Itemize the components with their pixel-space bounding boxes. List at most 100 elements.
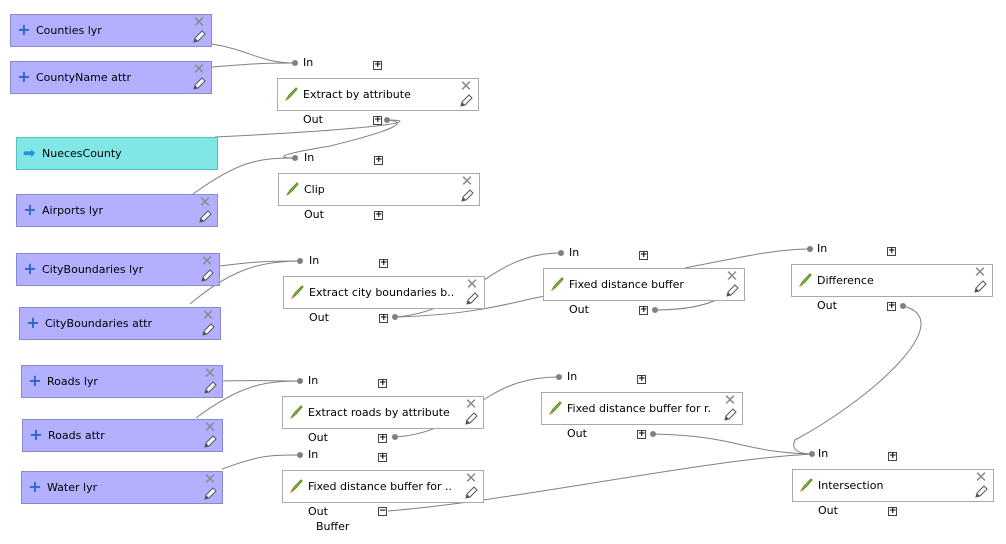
- qgis-brush-icon: [290, 479, 303, 493]
- pencil-icon[interactable]: [464, 412, 478, 426]
- plus-icon: +: [17, 20, 31, 39]
- in-port-dot: [807, 246, 813, 252]
- expand-in-button[interactable]: +: [378, 452, 387, 462]
- expand-in-button[interactable]: +: [374, 155, 383, 165]
- algorithm-extract-by-attribute[interactable]: Extract by attribute ✕: [277, 78, 479, 111]
- input-roads-attr[interactable]: + Roads attr ✕: [22, 419, 223, 452]
- expand-in-button[interactable]: +: [639, 250, 648, 260]
- close-icon[interactable]: ✕: [203, 418, 217, 436]
- input-airports[interactable]: + Airports lyr ✕: [16, 194, 218, 227]
- plus-icon: +: [26, 313, 40, 332]
- pencil-icon[interactable]: [203, 487, 217, 501]
- in-port-label: In: [818, 447, 829, 460]
- pencil-icon[interactable]: [973, 280, 987, 294]
- pencil-icon[interactable]: [725, 284, 739, 298]
- out-port-label: Out: [308, 505, 328, 518]
- algorithm-label: Fixed distance buffer: [569, 278, 684, 291]
- close-icon[interactable]: ✕: [464, 469, 478, 487]
- qgis-brush-icon: [285, 87, 298, 101]
- wire: [221, 454, 301, 470]
- input-cityboundaries-attr[interactable]: + CityBoundaries attr ✕: [19, 307, 221, 340]
- qgis-brush-icon: [799, 273, 812, 287]
- pencil-icon[interactable]: [201, 323, 215, 337]
- input-label: Counties lyr: [36, 24, 102, 37]
- input-water-lyr[interactable]: + Water lyr ✕: [21, 471, 223, 504]
- expand-out-button[interactable]: +: [637, 429, 646, 439]
- expand-in-button[interactable]: +: [373, 60, 382, 70]
- in-port-label: In: [303, 56, 314, 69]
- pencil-icon[interactable]: [198, 210, 212, 224]
- close-icon[interactable]: ✕: [465, 275, 479, 293]
- wire: [652, 433, 813, 455]
- input-roads-lyr[interactable]: + Roads lyr ✕: [21, 365, 223, 398]
- close-icon[interactable]: ✕: [974, 468, 988, 486]
- out-port-label: Out: [308, 431, 328, 444]
- pencil-icon[interactable]: [203, 381, 217, 395]
- input-label: Roads attr: [48, 429, 105, 442]
- close-icon[interactable]: ✕: [723, 391, 737, 409]
- expand-in-button[interactable]: +: [887, 246, 896, 256]
- input-counties[interactable]: + Counties lyr ✕: [10, 14, 212, 47]
- wire: [793, 305, 922, 455]
- close-icon[interactable]: ✕: [460, 172, 474, 190]
- close-icon[interactable]: ✕: [464, 395, 478, 413]
- expand-out-button[interactable]: +: [887, 301, 896, 311]
- close-icon[interactable]: ✕: [203, 364, 217, 382]
- close-icon[interactable]: ✕: [203, 470, 217, 488]
- close-icon[interactable]: ✕: [198, 193, 212, 211]
- out-port-label: Out: [569, 303, 589, 316]
- expand-in-button[interactable]: +: [888, 451, 897, 461]
- input-countyname[interactable]: + CountyName attr ✕: [10, 61, 212, 94]
- expand-out-button[interactable]: +: [639, 305, 648, 315]
- in-port-label: In: [567, 370, 578, 383]
- close-icon[interactable]: ✕: [973, 263, 987, 281]
- close-icon[interactable]: ✕: [725, 267, 739, 285]
- out-port-label: Out: [303, 113, 323, 126]
- algorithm-label: Fixed distance buffer for ...: [308, 480, 453, 493]
- pencil-icon[interactable]: [200, 269, 214, 283]
- algorithm-extract-city-boundaries[interactable]: Extract city boundaries b... ✕: [283, 276, 485, 309]
- qgis-brush-icon: [549, 401, 562, 415]
- input-label: CityBoundaries attr: [45, 317, 152, 330]
- wire: [211, 62, 296, 68]
- algorithm-fixed-distance-buffer[interactable]: Fixed distance buffer ✕: [543, 268, 745, 301]
- plus-icon: +: [23, 259, 37, 278]
- in-port-label: In: [817, 242, 828, 255]
- close-icon[interactable]: ✕: [200, 252, 214, 270]
- input-label: CityBoundaries lyr: [42, 263, 144, 276]
- pencil-icon[interactable]: [460, 189, 474, 203]
- collapse-out-button[interactable]: −: [378, 506, 387, 516]
- pencil-icon[interactable]: [465, 292, 479, 306]
- pencil-icon[interactable]: [192, 30, 206, 44]
- expand-out-button[interactable]: +: [379, 313, 388, 323]
- expand-in-button[interactable]: +: [378, 378, 387, 388]
- pencil-icon[interactable]: [203, 435, 217, 449]
- in-port-label: In: [309, 254, 320, 267]
- output-nuecescounty[interactable]: ➡ NuecesCounty: [16, 137, 218, 170]
- pencil-icon[interactable]: [974, 485, 988, 499]
- algorithm-fixed-distance-buffer-water[interactable]: Fixed distance buffer for ... ✕: [282, 470, 484, 503]
- close-icon[interactable]: ✕: [192, 13, 206, 31]
- pencil-icon[interactable]: [192, 77, 206, 91]
- expand-in-button[interactable]: +: [379, 258, 388, 268]
- in-port-label: In: [304, 151, 315, 164]
- algorithm-difference[interactable]: Difference ✕: [791, 264, 993, 297]
- expand-out-button[interactable]: +: [374, 210, 383, 220]
- algorithm-intersection[interactable]: Intersection ✕: [792, 469, 994, 502]
- in-port-dot: [297, 378, 303, 384]
- expand-out-button[interactable]: +: [373, 115, 382, 125]
- pencil-icon[interactable]: [464, 486, 478, 500]
- algorithm-clip[interactable]: Clip ✕: [278, 173, 480, 206]
- expand-out-button[interactable]: +: [378, 433, 387, 443]
- algorithm-fixed-distance-buffer-roads[interactable]: Fixed distance buffer for r... ✕: [541, 392, 743, 425]
- pencil-icon[interactable]: [723, 408, 737, 422]
- algorithm-extract-roads[interactable]: Extract roads by attribute ✕: [282, 396, 484, 429]
- expand-in-button[interactable]: +: [637, 374, 646, 384]
- expand-out-button[interactable]: +: [888, 506, 897, 516]
- close-icon[interactable]: ✕: [201, 306, 215, 324]
- close-icon[interactable]: ✕: [459, 77, 473, 95]
- input-label: Airports lyr: [42, 204, 103, 217]
- input-cityboundaries-lyr[interactable]: + CityBoundaries lyr ✕: [16, 253, 220, 286]
- close-icon[interactable]: ✕: [192, 60, 206, 78]
- pencil-icon[interactable]: [459, 94, 473, 108]
